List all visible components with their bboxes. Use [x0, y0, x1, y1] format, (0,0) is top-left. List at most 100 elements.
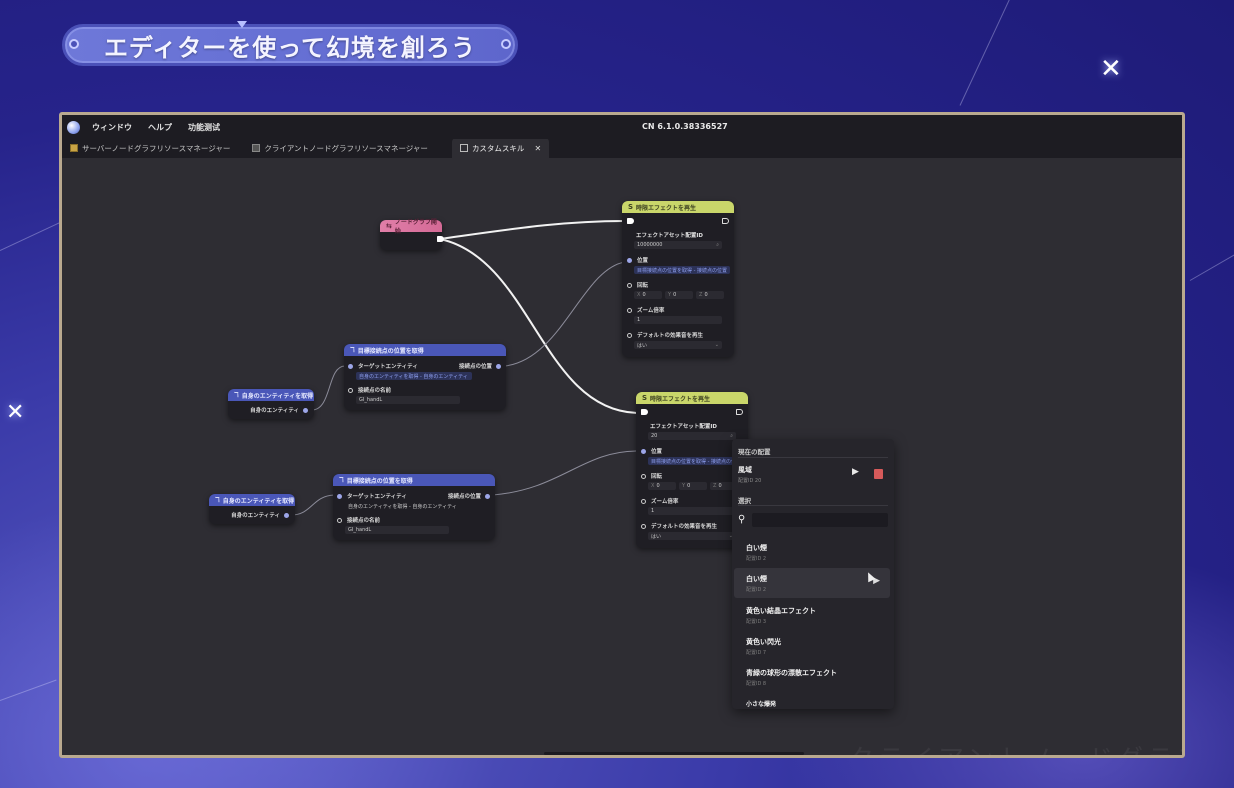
- option-id: 配置ID 7: [746, 650, 767, 656]
- output-row: 自身のエンティティ: [250, 406, 308, 414]
- tab-custom-skill[interactable]: カスタムスキル ✕: [451, 138, 550, 158]
- node-header: S 時限エフェクトを再生: [622, 201, 734, 213]
- select-value: はい: [637, 342, 648, 349]
- input-pin[interactable]: [627, 257, 632, 263]
- exec-out-pin[interactable]: [736, 409, 743, 415]
- tab-client-node-graph-manager[interactable]: クライアントノードグラフリソースマネージャー: [244, 138, 436, 158]
- option-name: 小さな爆発: [746, 701, 777, 708]
- input-pin[interactable]: [641, 523, 646, 529]
- axis-label: Z: [699, 292, 703, 298]
- effect-option[interactable]: 黄色い閃光 配置ID 7: [732, 631, 892, 661]
- background-streak: [1189, 250, 1234, 281]
- node-header: ℸ 目標接続点の位置を取得: [344, 344, 506, 356]
- output-pin[interactable]: [284, 512, 289, 518]
- menu-feature-test[interactable]: 功能测试: [188, 122, 220, 132]
- input-row: 接続点の名前: [348, 386, 391, 394]
- horizontal-scrollbar[interactable]: [544, 752, 804, 755]
- search-icon: ⚲: [738, 514, 746, 525]
- search-icon[interactable]: ⌕: [730, 433, 733, 439]
- effect-option[interactable]: 黄色い結晶エフェクト 配置ID 3: [732, 600, 892, 630]
- node-title: 目標接続点の位置を取得: [357, 347, 424, 355]
- input-pin[interactable]: [348, 387, 353, 393]
- node-play-timed-effect[interactable]: S 時限エフェクトを再生 エフェクトアセット配置ID 10000000 ⌕ 位置…: [622, 201, 734, 357]
- input-pin[interactable]: [627, 332, 632, 338]
- effect-option[interactable]: 白い煙 配置ID 2: [732, 537, 892, 567]
- menu-help[interactable]: ヘルプ: [148, 122, 172, 132]
- asset-id-value: 20: [651, 433, 658, 439]
- input-pin[interactable]: [348, 363, 353, 369]
- node-header: ℸ 自身のエンティティを取得: [209, 494, 295, 506]
- exec-in-pin[interactable]: [627, 218, 634, 224]
- input-pin[interactable]: [337, 493, 342, 499]
- exec-out-pin[interactable]: [437, 236, 444, 242]
- connection-name-input[interactable]: GI_handL: [356, 396, 460, 404]
- input-pin[interactable]: [641, 473, 646, 479]
- node-get-self-entity[interactable]: ℸ 自身のエンティティを取得 自身のエンティティ: [209, 494, 295, 524]
- target-entity-value[interactable]: 自身のエンティティを取得 - 自身のエンティティ: [348, 503, 457, 510]
- input-label: 回転: [637, 283, 649, 289]
- zoom-scale-input[interactable]: 1: [648, 507, 736, 515]
- tab-label: サーバーノードグラフリソースマネージャー: [82, 143, 231, 153]
- output-label: 自身のエンティティ: [231, 513, 280, 519]
- axis-label: Z: [713, 483, 717, 489]
- effect-search-input[interactable]: [752, 513, 888, 527]
- node-play-timed-effect[interactable]: S 時限エフェクトを再生 エフェクトアセット配置ID 20 ⌕ 位置 目標接続点…: [636, 392, 748, 548]
- node-get-self-entity[interactable]: ℸ 自身のエンティティを取得 自身のエンティティ: [228, 389, 314, 419]
- zoom-scale-input[interactable]: 1: [634, 316, 722, 324]
- output-pin[interactable]: [496, 363, 501, 369]
- node-graph-canvas[interactable]: ⇆ ノードグラフ開始 ℸ 自身のエンティティを取得 自身のエンティティ ℸ 目標…: [62, 159, 1182, 755]
- play-sound-select[interactable]: はい ⌄: [648, 532, 736, 540]
- output-label: 自身のエンティティ: [250, 408, 299, 414]
- function-icon: ℸ: [215, 496, 220, 504]
- output-pin[interactable]: [485, 493, 490, 499]
- search-icon[interactable]: ⌕: [716, 242, 719, 248]
- background-streak: [959, 0, 1020, 106]
- position-value[interactable]: 目標接続点の位置を取得 - 接続点の位置: [648, 457, 744, 465]
- rotation-z-value: 0: [718, 483, 722, 489]
- app-logo-icon[interactable]: [67, 120, 80, 134]
- asset-id-input[interactable]: 10000000 ⌕: [634, 241, 722, 249]
- output-pin[interactable]: [303, 407, 308, 413]
- input-pin[interactable]: [337, 517, 342, 523]
- connection-name-input[interactable]: GI_handL: [345, 526, 449, 534]
- node-get-connection-position[interactable]: ℸ 目標接続点の位置を取得 ターゲットエンティティ 接続点の位置 自身のエンティ…: [333, 474, 495, 540]
- play-preview-button[interactable]: ▶: [852, 467, 859, 477]
- node-graph-start[interactable]: ⇆ ノードグラフ開始: [380, 219, 444, 250]
- input-pin[interactable]: [627, 282, 632, 288]
- exec-out-pin[interactable]: [722, 218, 729, 224]
- tab-label: クライアントノードグラフリソースマネージャー: [264, 143, 428, 153]
- effect-icon: S: [628, 203, 634, 211]
- play-preview-icon[interactable]: ▶: [873, 576, 880, 586]
- asset-id-label: エフェクトアセット配置ID: [636, 233, 704, 239]
- effect-option[interactable]: 小さな爆発: [732, 693, 892, 709]
- input-pin[interactable]: [641, 498, 646, 504]
- input-label: ズーム倍率: [637, 308, 665, 314]
- position-value[interactable]: 目標接続点の位置を取得 - 接続点の位置: [634, 266, 730, 274]
- input-pin[interactable]: [627, 307, 632, 313]
- effect-option-hovered[interactable]: 白い煙 配置ID 2 ▶: [734, 568, 890, 598]
- tab-server-node-graph-manager[interactable]: サーバーノードグラフリソースマネージャー: [62, 138, 238, 158]
- target-entity-value[interactable]: 自身のエンティティを取得 - 自身のエンティティ: [356, 372, 472, 380]
- input-pin[interactable]: [641, 448, 646, 454]
- play-sound-select[interactable]: はい ⌄: [634, 341, 722, 349]
- menu-bar: ウィンドウ ヘルプ 功能测试 CN 6.1.0.38336527: [62, 115, 1182, 139]
- input-row: ズーム倍率: [641, 497, 678, 505]
- menu-window[interactable]: ウィンドウ: [92, 122, 132, 132]
- connection-wires: [290, 220, 639, 516]
- node-get-connection-position[interactable]: ℸ 目標接続点の位置を取得 ターゲットエンティティ 接続点の位置 自身のエンティ…: [344, 344, 506, 410]
- folder-icon: [70, 144, 78, 152]
- delete-button[interactable]: [874, 469, 883, 479]
- exec-in-pin[interactable]: [641, 409, 648, 415]
- close-icon[interactable]: ✕: [534, 143, 542, 153]
- input-row: ズーム倍率: [627, 306, 664, 314]
- option-name: 白い煙: [746, 575, 767, 583]
- effect-option[interactable]: 青緑の球形の漂散エフェクト 配置ID 8: [732, 662, 892, 692]
- watermark-text: クライアントノードグラフ: [848, 739, 1182, 755]
- asset-id-input[interactable]: 20 ⌕: [648, 432, 736, 440]
